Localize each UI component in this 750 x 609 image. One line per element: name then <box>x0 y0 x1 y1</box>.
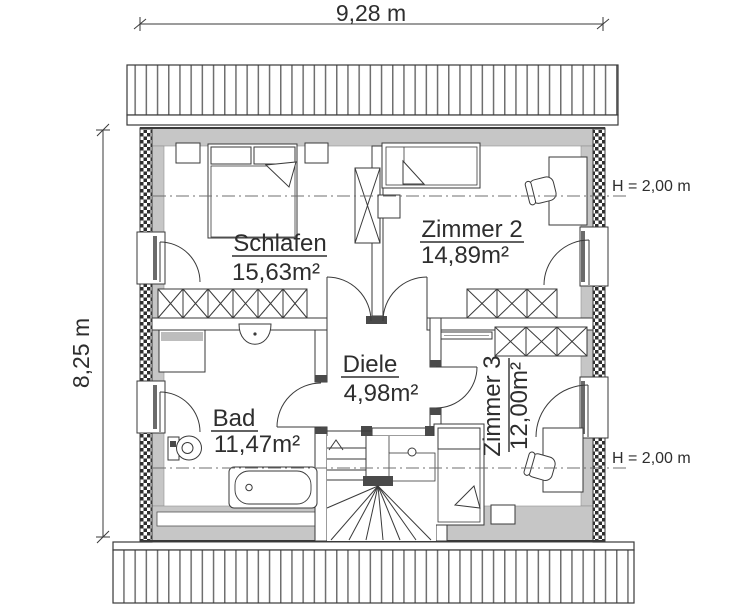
room-label-diele: Diele <box>343 351 398 378</box>
shower-unit <box>158 329 206 373</box>
bad-fixtures <box>158 323 318 509</box>
door-zimmer2 <box>382 276 428 322</box>
window-schlafen <box>136 231 201 285</box>
chair <box>524 176 557 206</box>
dimensions: 9,28 m 8,25 m <box>68 0 610 544</box>
room-area-zimmer3: 12,00m² <box>506 362 533 450</box>
height-lines <box>153 195 628 469</box>
doors <box>276 276 478 428</box>
nightstand <box>490 504 516 525</box>
room-label-schlafen: Schlafen <box>233 230 326 257</box>
room-label-zimmer2: Zimmer 2 <box>421 216 522 243</box>
dimension-height-label: 8,25 m <box>68 318 94 388</box>
room-labels: Schlafen 15,63m² Zimmer 2 14,89m² Diele … <box>211 216 533 458</box>
room-area-zimmer2: 14,89m² <box>421 242 509 269</box>
under-roof-storage <box>156 511 316 527</box>
single-bed <box>433 423 485 526</box>
washbasin <box>238 323 272 345</box>
closet-row-zimmer3 <box>494 326 588 357</box>
bathtub <box>228 466 318 509</box>
height-annotations: H = 2,00 m H = 2,00 m <box>612 178 691 467</box>
roof-band-top <box>126 64 619 126</box>
nightstand <box>175 142 201 164</box>
furniture-zimmer2 <box>377 142 588 319</box>
room-label-bad: Bad <box>213 405 256 432</box>
chair <box>523 451 556 481</box>
room-area-bad: 11,47m² <box>214 431 300 458</box>
door-schlafen <box>326 276 372 322</box>
single-bed <box>381 142 481 189</box>
window-bad <box>136 380 201 434</box>
room-label-zimmer3: Zimmer 3 <box>479 355 506 456</box>
door-zimmer3 <box>435 366 478 409</box>
furniture-zimmer3 <box>433 326 588 526</box>
windows <box>136 226 609 439</box>
gable-wall-right <box>592 127 606 543</box>
stair-direction-arrow <box>328 439 344 451</box>
height-annotation-top: H = 2,00 m <box>612 178 691 195</box>
room-area-schlafen: 15,63m² <box>232 259 320 286</box>
closet-row-zimmer2 <box>466 288 558 319</box>
gable-wall-left <box>139 127 153 543</box>
furniture-schlafen <box>157 142 381 319</box>
toilet <box>167 435 202 461</box>
window-zimmer2 <box>543 226 609 287</box>
height-annotation-bottom: H = 2,00 m <box>612 450 691 467</box>
wardrobe-tall <box>354 167 381 244</box>
double-bed <box>207 143 298 239</box>
nightstand <box>304 142 329 164</box>
door-bad <box>276 382 322 428</box>
dimension-width-label: 9,28 m <box>336 0 406 26</box>
roof-band-bottom <box>112 541 635 604</box>
nightstand <box>377 194 401 219</box>
closet-row-schlafen <box>157 288 308 319</box>
staircase <box>326 436 436 541</box>
room-area-diele: 4,98m² <box>344 380 419 407</box>
window-zimmer3 <box>535 376 609 439</box>
